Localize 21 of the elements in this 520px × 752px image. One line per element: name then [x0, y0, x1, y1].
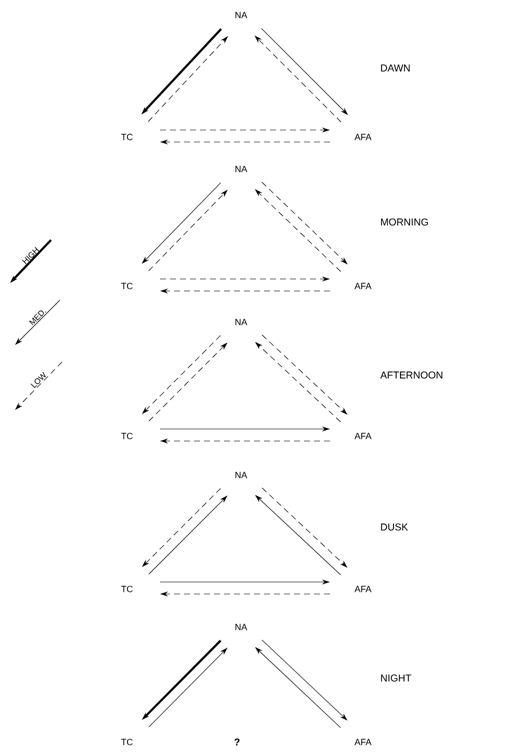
period-label: NIGHT	[381, 674, 412, 682]
node-label: NA	[236, 166, 248, 172]
node-label: AFA	[354, 586, 372, 592]
node-label: TC	[121, 134, 133, 140]
period-label: DAWN	[381, 64, 410, 72]
node-label: AFA	[354, 738, 372, 746]
period-label: MORNING	[381, 218, 428, 226]
node-label: TC	[121, 586, 133, 592]
question-mark: ?	[234, 738, 240, 746]
node-label: TC	[121, 282, 133, 290]
period-label: AFTERNOON	[380, 371, 442, 379]
node-label: NA	[236, 472, 248, 478]
node-label: AFA	[354, 282, 372, 290]
node-label: TC	[121, 432, 133, 440]
period-label: DUSK	[381, 523, 408, 531]
node-label: NA	[236, 624, 248, 630]
node-label: NA	[236, 12, 248, 18]
node-label: AFA	[354, 432, 372, 440]
node-label: TC	[121, 738, 133, 746]
node-label: AFA	[354, 134, 372, 140]
node-label: NA	[236, 318, 248, 326]
